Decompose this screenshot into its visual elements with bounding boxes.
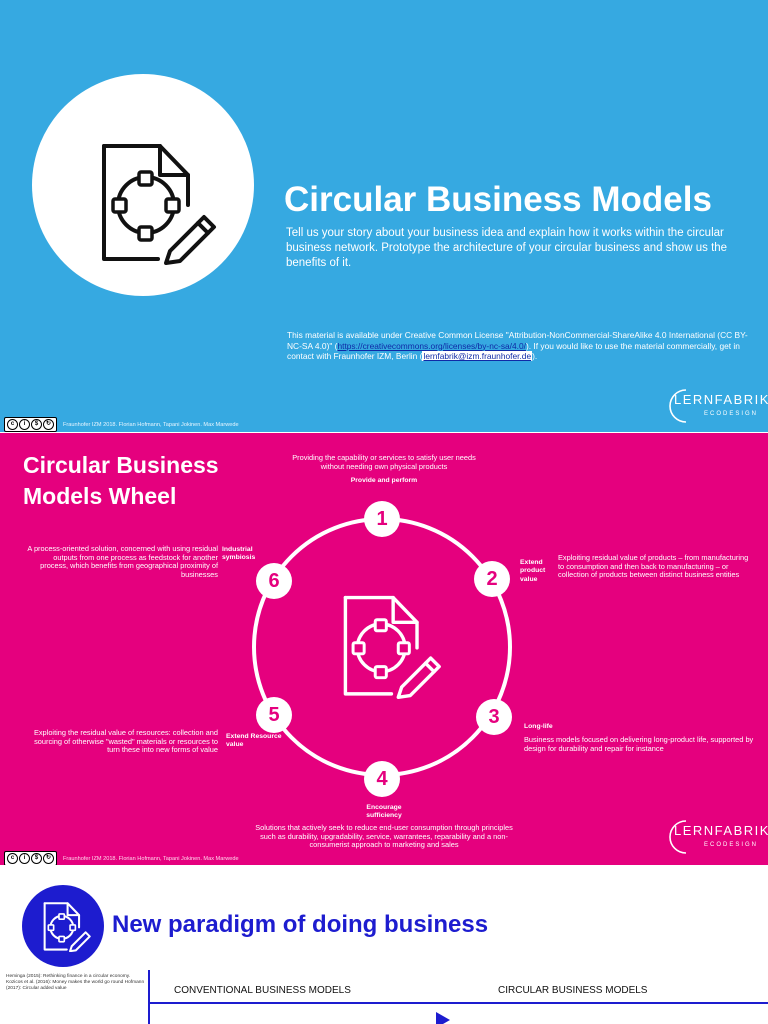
logo-text: LERNFABRIK [674,392,768,407]
divider-horizontal [148,1002,768,1004]
cc-icon: c [7,853,18,864]
column-header-conventional: CONVENTIONAL BUSINESS MODELS [174,985,351,996]
segment-1-label: Provide and perform [350,477,418,484]
logo-arc-icon [669,820,687,854]
logo-subtext: ECODESIGN [704,842,759,848]
page-description: Tell us your story about your business i… [286,227,728,269]
slide-business-models-wheel: Circular Business Models Wheel 1 2 3 4 5… [0,433,768,865]
license-link[interactable]: https://creativecommons.org/licenses/by-… [337,340,526,351]
segment-1-description: Providing the capability or services to … [292,453,476,471]
segment-3-label: Long-life [524,723,553,730]
footer-credits: Fraunhofer IZM 2018. Florian Hofmann, Ta… [63,421,239,428]
contact-email-link[interactable]: lernfabrik@izm.fraunhofer.de [422,351,533,361]
segment-3-description: Business models focused on delivering lo… [524,735,754,753]
footer: c i $ ↻ Fraunhofer IZM 2018. Florian Hof… [4,851,239,865]
nc-icon: $ [31,419,42,430]
lernfabrik-logo: LERNFABRIK ECODESIGN [664,817,768,857]
wheel-node-5: 5 [256,697,292,733]
segment-4-description: Solutions that actively seek to reduce e… [255,823,513,850]
license-text-end: ). [532,351,538,361]
wheel-node-4: 4 [364,761,400,797]
icon-badge [22,885,104,967]
page-title: Circular Business Models [284,180,712,219]
cc-license-badges: c i $ ↻ [4,851,57,865]
license-notice: This material is available under Creativ… [287,330,752,362]
segment-2-description: Exploiting residual value of products – … [558,553,749,580]
segment-6-label: Industrial symbiosis [222,546,256,562]
segment-5-label: Extend Resource value [226,733,282,749]
document-design-icon [343,595,441,699]
wheel-node-2: 2 [474,561,510,597]
segment-4-label: Encourage sufficiency [366,804,402,820]
nc-icon: $ [31,853,42,864]
footer-credits: Fraunhofer IZM 2018. Florian Hofmann, Ta… [63,855,239,862]
license-text-middle: ). If you would like to use the material… [287,340,740,362]
slide-new-paradigm: New paradigm of doing business Heminga (… [0,866,768,1024]
lernfabrik-logo: LERNFABRIK ECODESIGN [664,386,768,426]
document-design-icon [102,144,216,265]
segment-5-description: Exploiting the residual value of resourc… [33,728,218,755]
by-icon: i [19,853,30,864]
wheel-node-3: 3 [476,699,512,735]
column-header-circular: CIRCULAR BUSINESS MODELS [498,985,648,996]
document-design-icon [43,902,91,952]
segment-2-label: Extend product value [520,559,546,583]
by-icon: i [19,419,30,430]
divider-vertical [148,970,150,1024]
license-text-start: This material is available under Creativ… [287,330,748,351]
sa-icon: ↻ [43,853,54,864]
wheel-node-6: 6 [256,563,292,599]
sa-icon: ↻ [43,419,54,430]
logo-subtext: ECODESIGN [704,411,759,417]
wheel-title: Circular Business Models Wheel [23,452,219,509]
arrow-right-icon [436,1012,450,1024]
references: Heminga (2015): Rethinking finance in a … [6,974,145,991]
wheel-node-1: 1 [364,501,400,537]
cc-license-badges: c i $ ↻ [4,417,57,432]
logo-arc-icon [669,389,687,423]
slide-circular-business-models: Circular Business Models Tell us your st… [0,0,768,432]
footer: c i $ ↻ Fraunhofer IZM 2018. Florian Hof… [4,417,239,432]
segment-6-description: A process-oriented solution, concerned w… [27,544,218,579]
paradigm-title: New paradigm of doing business [112,911,489,938]
cc-icon: c [7,419,18,430]
logo-text: LERNFABRIK [674,823,768,838]
